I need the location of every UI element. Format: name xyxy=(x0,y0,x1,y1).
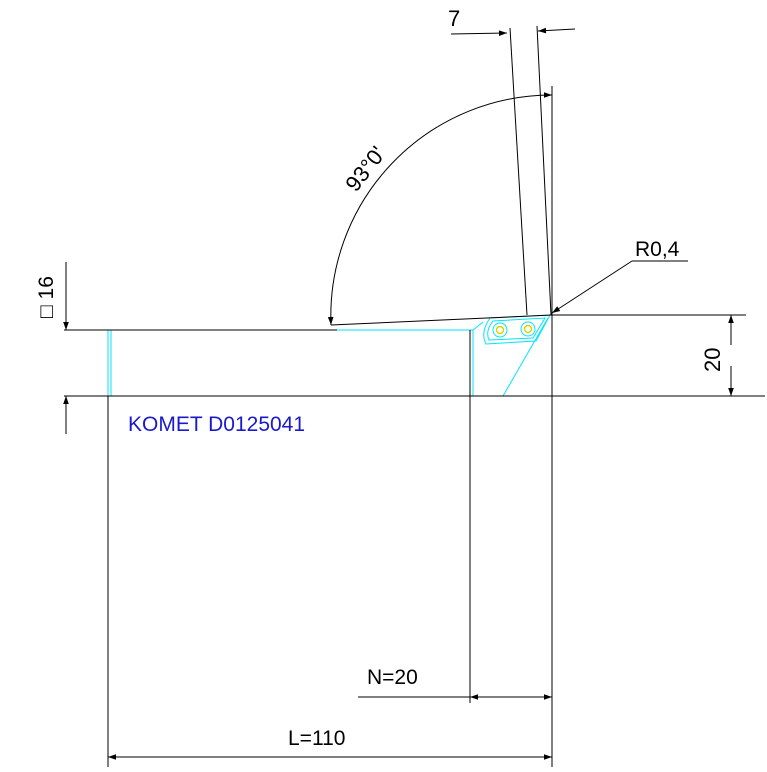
part-number-label: KOMET D0125041 xyxy=(128,413,305,436)
dimension-lines xyxy=(63,25,765,767)
angle-arc xyxy=(327,92,553,326)
angle-dimension-label: 93°0' xyxy=(340,142,390,197)
screw-heads xyxy=(495,324,533,335)
width-extension-right xyxy=(536,25,552,316)
l-dimension-label: L=110 xyxy=(288,727,345,750)
radius-leader xyxy=(551,260,633,314)
head-bevel-upper xyxy=(472,321,484,331)
height-dimension-label: 20 xyxy=(700,348,725,372)
screw-right-icon xyxy=(520,321,536,337)
head-front-edge xyxy=(502,317,549,397)
square-dimension-label: □ 16 xyxy=(35,276,58,318)
width-arrow-left xyxy=(450,30,508,36)
width-arrow-right xyxy=(537,27,576,34)
radius-dimension-label: R0,4 xyxy=(635,238,680,261)
screw-left-head-icon xyxy=(495,325,505,335)
screw-left-icon xyxy=(492,322,508,338)
width-extension-left xyxy=(509,27,528,316)
cutting-insert xyxy=(483,314,551,345)
n-dimension-label: N=20 xyxy=(367,666,418,689)
screw-right-head-icon xyxy=(523,324,533,334)
width-dimension-label: 7 xyxy=(448,6,460,31)
